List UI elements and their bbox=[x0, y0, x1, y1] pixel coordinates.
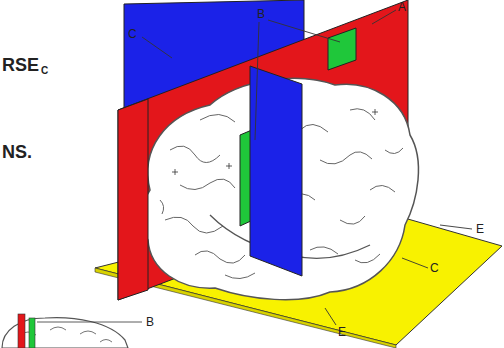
callout-letter: B bbox=[146, 316, 154, 328]
callout-letter: RSE bbox=[2, 56, 39, 74]
leader-lines bbox=[142, 10, 472, 325]
callout-letter: E bbox=[476, 223, 484, 235]
callout-letter: B bbox=[257, 8, 265, 20]
callout-letter: E bbox=[338, 326, 346, 338]
callout-letter: NS. bbox=[2, 143, 32, 161]
small-brain bbox=[2, 314, 142, 348]
callout-letter: C bbox=[41, 66, 48, 76]
callout-letter: A bbox=[398, 1, 406, 13]
callout-letter: C bbox=[430, 262, 439, 274]
callout-letter: C bbox=[128, 28, 137, 40]
